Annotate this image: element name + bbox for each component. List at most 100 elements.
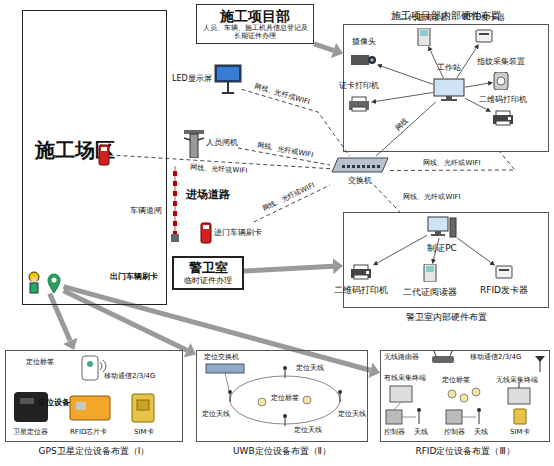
block-arrow [64, 291, 187, 351]
network-link [374, 185, 400, 212]
picture-shape [206, 364, 244, 373]
device-icon [433, 78, 465, 102]
picture-shape [217, 67, 239, 80]
device-node: 指纹采集装置 [493, 72, 509, 90]
picture-shape [431, 234, 445, 236]
device-node: 工作站 [433, 78, 465, 102]
picture-shape [258, 398, 266, 406]
node-title: 二代证阅读器 [403, 287, 457, 297]
node-title: 警卫室 [178, 261, 238, 276]
picture-shape [132, 394, 154, 422]
picture-shape [342, 165, 345, 168]
picture-shape [349, 101, 369, 110]
block-arrow [314, 44, 334, 51]
node-title: 指纹采集装置 [473, 57, 529, 66]
picture-shape [450, 351, 452, 356]
node-title: 出门车辆刷卡 [110, 272, 158, 281]
text-label: 定位交换机 [204, 353, 239, 361]
node-title: 二维码打印机 [329, 285, 393, 295]
picture-shape [48, 274, 60, 293]
picture-shape [303, 396, 311, 404]
picture-shape [101, 147, 107, 151]
device-icon [475, 28, 493, 44]
node-title: 二维码打印机 [471, 95, 535, 104]
picture-shape [184, 138, 190, 140]
picture-shape [215, 65, 241, 82]
picture-shape [418, 28, 430, 46]
block-arrow [50, 294, 70, 341]
text-label: 控制器 [384, 428, 405, 436]
edge-label: 网线、光纤或WIFI [261, 182, 318, 215]
picture-shape [417, 408, 421, 412]
device-node: 摄像头 [351, 52, 377, 68]
edge-label: 网线 [393, 116, 410, 132]
picture-shape [173, 166, 177, 236]
node-title: 定位设备 [38, 398, 70, 407]
picture-shape [496, 266, 512, 278]
picture-shape [29, 272, 39, 282]
picture-shape [494, 72, 508, 90]
block-arrow [64, 287, 371, 371]
device-icon [351, 52, 377, 68]
device-node: 交换机 [330, 156, 390, 185]
picture-shape [450, 218, 456, 237]
picture-shape [514, 409, 526, 424]
picture-shape [420, 30, 428, 36]
text-label: RFID芯片卡 [70, 428, 107, 436]
site-region: 施工场区出门车辆刷卡定位设备 [22, 10, 167, 305]
cable-line [382, 66, 433, 84]
device-node: 制证PC [427, 216, 457, 238]
picture-shape [390, 386, 412, 402]
device-icon [349, 264, 373, 280]
node-title: GPS卫星定位设备布置（Ⅰ） [0, 446, 202, 456]
office-box: 施工项目部人员、车辆、施工机具信息登记及长期证件办理 [196, 4, 314, 44]
picture-shape [366, 271, 369, 274]
edge-label: 网线、光纤或WIFI [423, 160, 482, 168]
picture-shape [402, 417, 416, 418]
picture-shape [171, 234, 179, 242]
node-title: 警卫室内部硬件布置 [324, 312, 554, 322]
device-node: 进门车辆刷卡 [200, 222, 262, 244]
edge-label: 网线、光纤或WIFI [190, 164, 249, 175]
node-title: LED显示屏 [172, 74, 212, 83]
node-title: UWB定位设备布置（Ⅱ） [177, 446, 387, 456]
picture-shape [20, 398, 34, 404]
text-label: 无线路由器 [384, 353, 419, 361]
device-icon [184, 128, 204, 158]
device-icon [214, 64, 242, 94]
picture-shape [332, 158, 388, 172]
device-icon [330, 156, 390, 174]
picture-shape [419, 410, 420, 424]
picture-shape [198, 138, 204, 140]
picture-shape [357, 165, 360, 168]
picture-shape [76, 402, 86, 410]
text-label: 移动通信2/3/4G [470, 353, 522, 361]
picture-shape [497, 77, 505, 85]
device-node: 证卡打印机 [347, 96, 371, 112]
picture-shape [351, 269, 371, 278]
block-arrow [244, 266, 333, 271]
node-title: 证卡打印机 [327, 81, 391, 90]
node-title: RFID发卡器 [455, 13, 513, 22]
picture-shape [222, 92, 234, 94]
picture-shape [347, 165, 350, 168]
picture-shape [508, 117, 511, 120]
text-label: 定位天线 [338, 410, 366, 418]
picture-shape [82, 356, 98, 380]
text-label: 卫星定位器 [13, 428, 48, 436]
picture-shape [230, 376, 340, 424]
text-label: 天线 [474, 428, 488, 436]
picture-shape [394, 402, 401, 410]
picture-shape [386, 410, 402, 424]
node-title: 摄像头 [331, 37, 397, 46]
picture-shape [432, 356, 454, 363]
picture-shape [368, 56, 376, 64]
device-node: 出门车辆刷卡 [98, 144, 110, 166]
device-icon [347, 96, 371, 112]
cable-line [377, 235, 427, 263]
node-title: RFID发卡器 [475, 285, 533, 295]
picture-shape [479, 410, 480, 424]
node-title: 人员闸机 [206, 138, 238, 147]
picture-shape [137, 400, 149, 410]
